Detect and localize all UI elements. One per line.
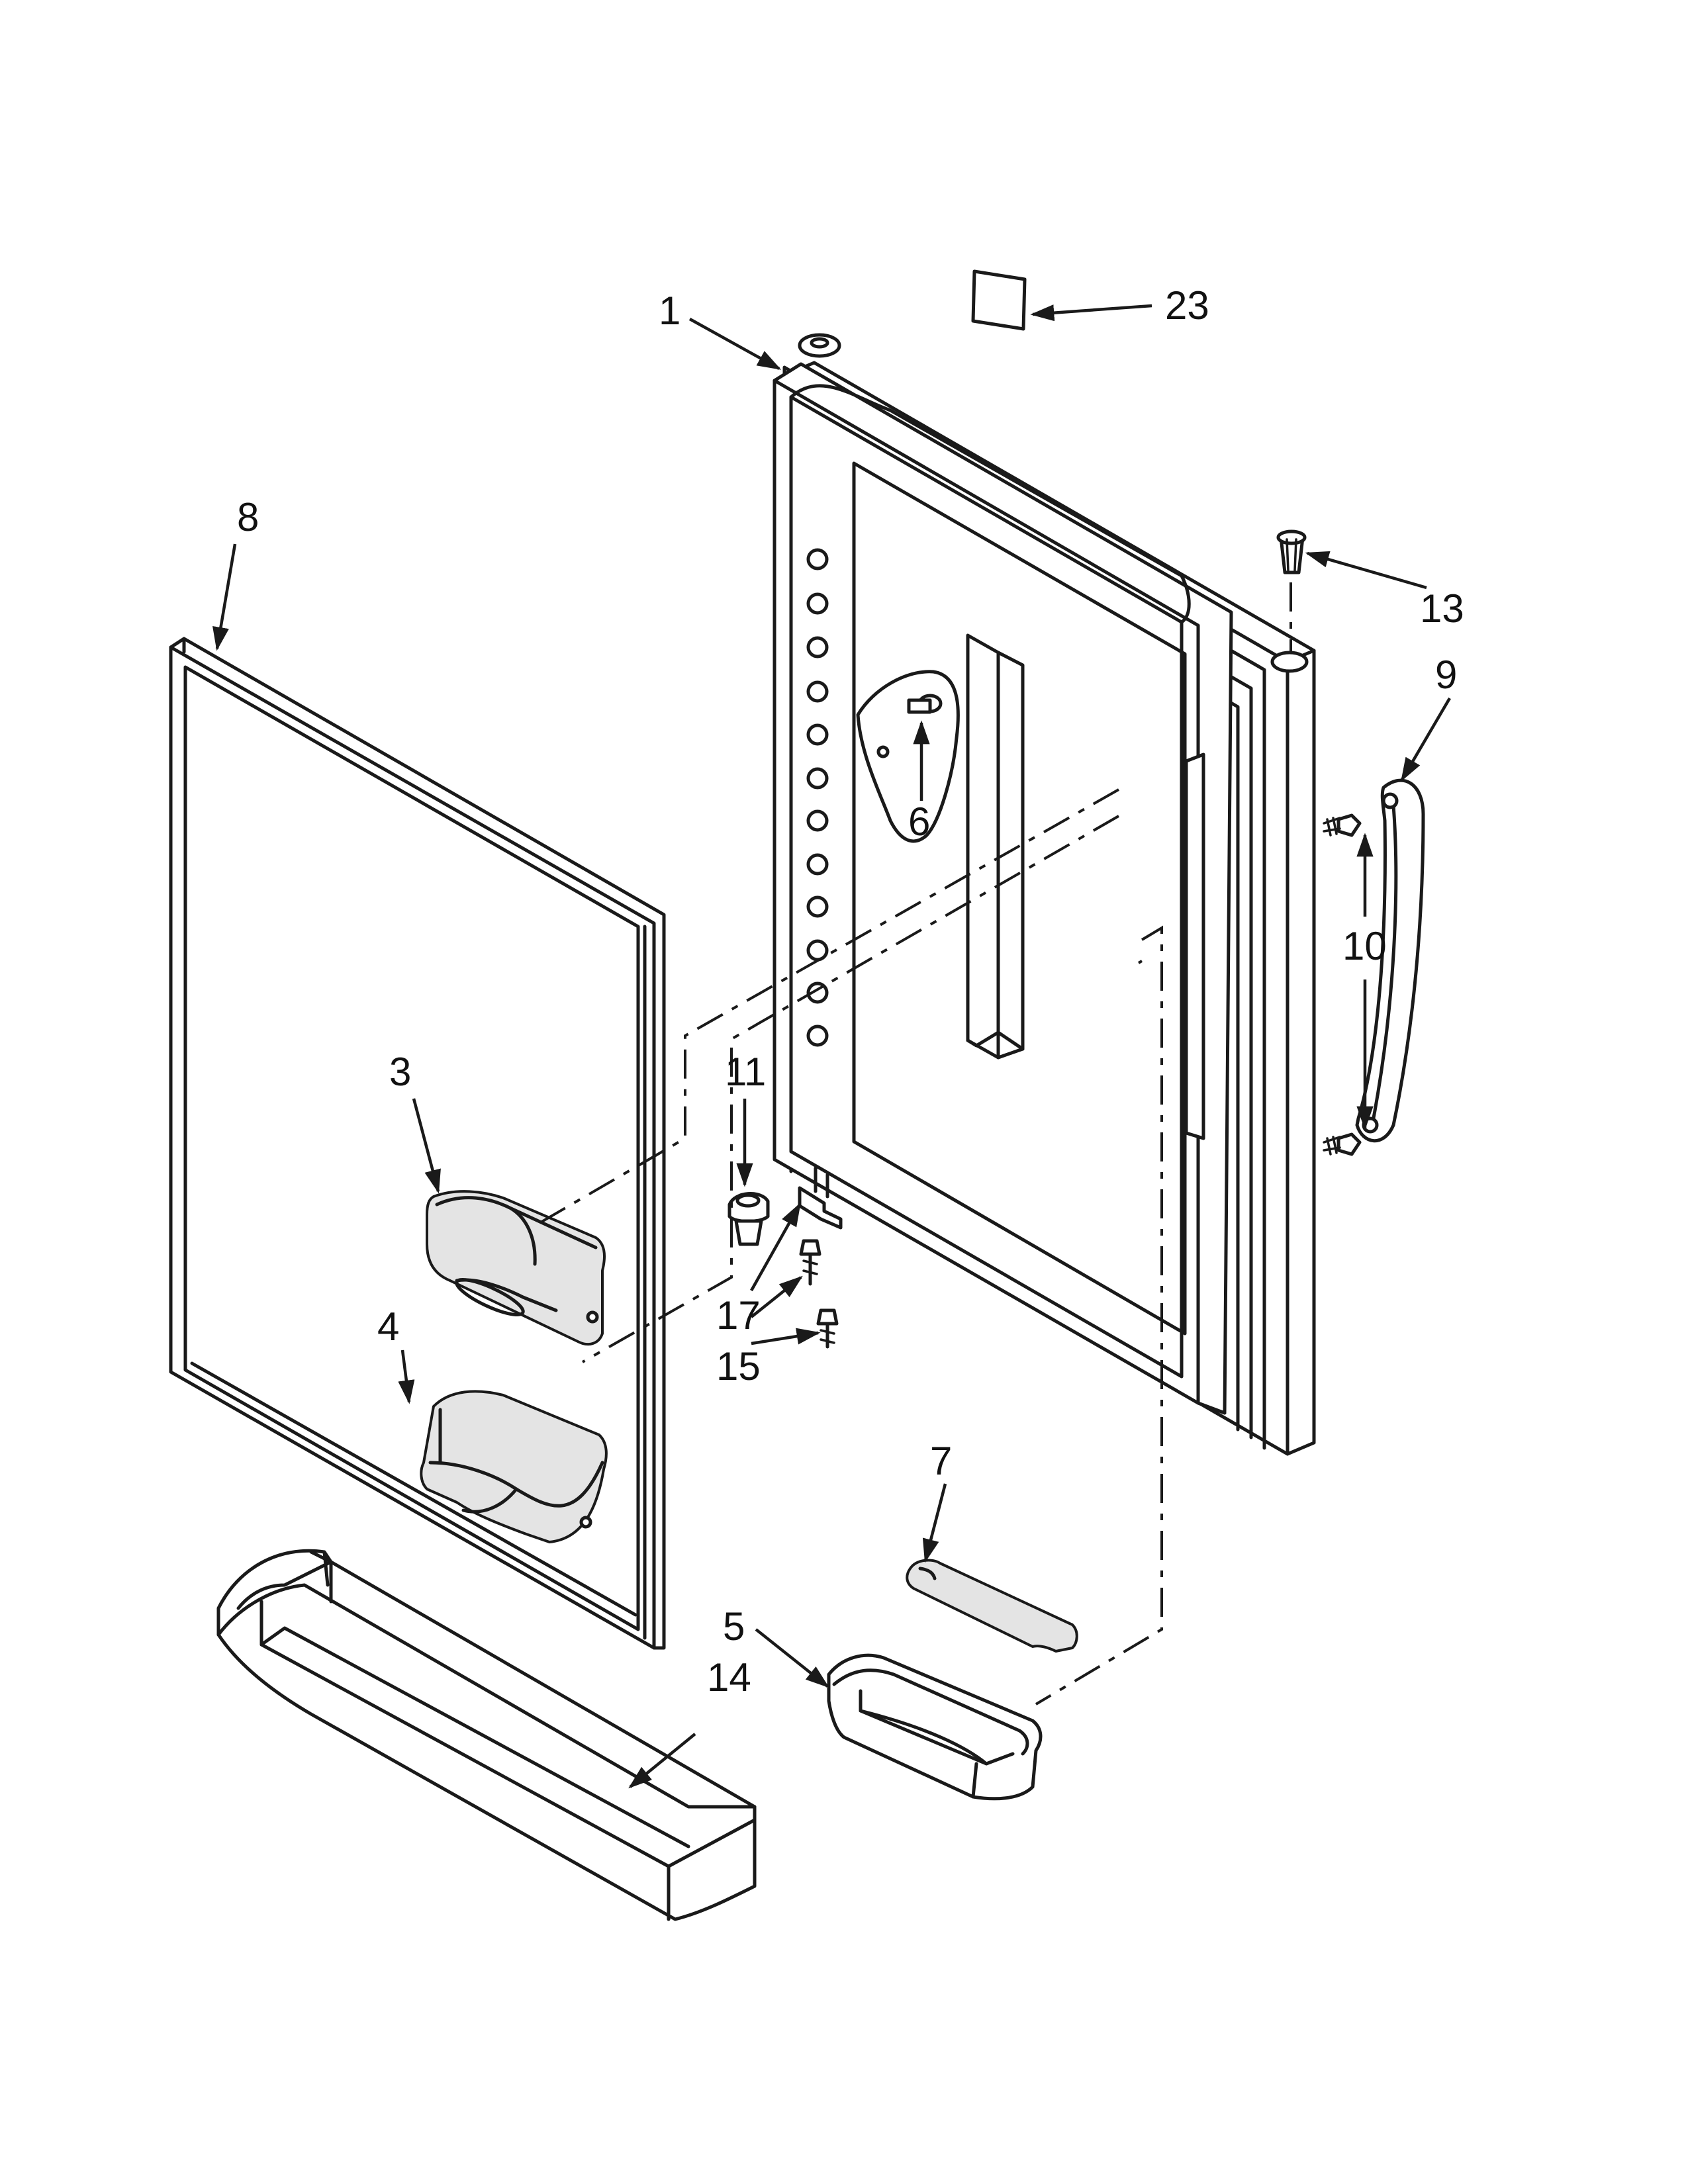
- handle-screw-bottom: [1323, 1132, 1362, 1156]
- callout-6: 6: [908, 799, 930, 844]
- hinge-bushing-part: [1276, 529, 1307, 652]
- handle-screw-top: [1323, 813, 1362, 837]
- callout-10: 10: [1342, 924, 1387, 968]
- callout-5: 5: [723, 1604, 745, 1649]
- door-liner-part: [773, 362, 1233, 1415]
- callout-leaders: [212, 304, 1451, 1789]
- door-bin-small-part: [827, 1653, 1043, 1801]
- callout-13: 13: [1420, 586, 1464, 631]
- callout-8: 8: [237, 495, 259, 539]
- callout-labels: 1 23 13 9 10 6 8 3 4 11 17 15 7 5 14: [237, 283, 1464, 1700]
- label-sticker-part: [971, 269, 1027, 331]
- callout-3: 3: [389, 1050, 411, 1094]
- bracket-screw-upper: [799, 1239, 821, 1286]
- dairy-bin-part: [420, 1390, 608, 1543]
- callout-15: 15: [716, 1344, 761, 1388]
- callout-14: 14: [707, 1655, 751, 1700]
- callout-9: 9: [1435, 653, 1457, 697]
- door-gasket-part: [169, 637, 666, 1650]
- door-stop-part: [856, 670, 960, 843]
- dairy-door-part: [426, 1190, 606, 1346]
- callout-7: 7: [930, 1439, 952, 1483]
- callout-17: 17: [716, 1293, 761, 1338]
- bracket-screw-lower: [816, 1308, 839, 1349]
- assembly-guide-lines: [534, 788, 1163, 1706]
- door-bin-large-part: [216, 1549, 757, 1921]
- hinge-bracket-part: [798, 1166, 843, 1230]
- callout-1: 1: [659, 289, 680, 333]
- callout-23: 23: [1165, 283, 1209, 328]
- callout-11: 11: [725, 1050, 766, 1094]
- bin-divider-part: [906, 1559, 1078, 1653]
- door-handle-part: [1355, 778, 1425, 1143]
- hinge-plug-part: [727, 1192, 770, 1246]
- shelf-peg-row: [806, 548, 829, 1047]
- callout-4: 4: [377, 1304, 399, 1349]
